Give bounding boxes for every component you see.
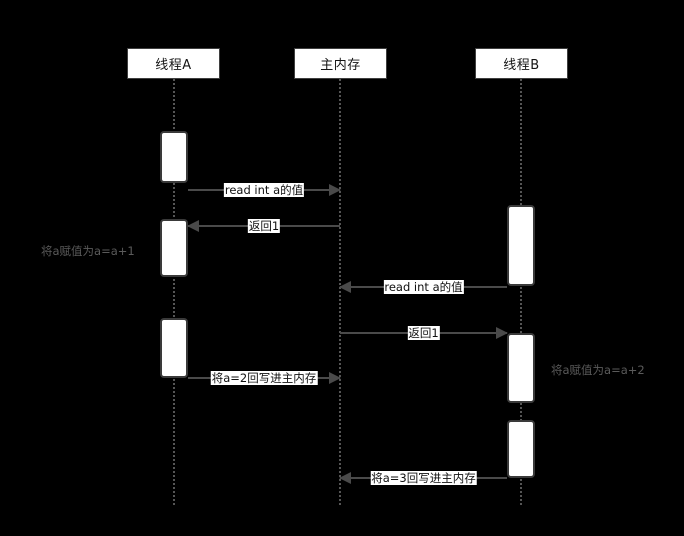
participant-threadA-label: 线程A xyxy=(155,58,192,73)
arrowhead-right-icon xyxy=(496,327,508,339)
arrowhead-left-icon xyxy=(187,220,199,232)
activation-threadB-2[interactable] xyxy=(507,333,535,403)
message-6-label: 将a=3回写进主内存 xyxy=(370,471,477,485)
note-threadA-assign: 将a赋值为a=a+1 xyxy=(41,244,135,258)
message-1-line: read int a的值 xyxy=(188,183,341,197)
participant-memory[interactable]: 主内存 xyxy=(294,48,387,79)
arrowhead-right-icon xyxy=(329,372,341,384)
note-threadB-assign: 将a赋值为a=a+2 xyxy=(551,363,645,377)
arrowhead-left-icon xyxy=(339,472,351,484)
lifeline-threadA xyxy=(173,79,175,505)
message-5-label: 将a=2回写进主内存 xyxy=(210,371,318,385)
message-4-label: 返回1 xyxy=(407,326,440,340)
activation-threadA-2[interactable] xyxy=(160,219,188,277)
message-2-line: 返回1 xyxy=(187,219,340,233)
participant-memory-label: 主内存 xyxy=(320,58,361,73)
activation-threadB-1[interactable] xyxy=(507,205,535,286)
message-3-line: read int a的值 xyxy=(339,280,507,294)
participant-threadB-label: 线程B xyxy=(503,58,540,73)
message-3-label: read int a的值 xyxy=(383,280,464,294)
activation-threadA-3[interactable] xyxy=(160,318,188,378)
activation-threadA-1[interactable] xyxy=(160,131,188,183)
arrowhead-left-icon xyxy=(339,281,351,293)
lifeline-threadB xyxy=(520,79,522,505)
message-1-label: read int a的值 xyxy=(223,183,305,197)
message-4-line: 返回1 xyxy=(340,326,508,340)
participant-threadB[interactable]: 线程B xyxy=(475,48,568,79)
message-6-line: 将a=3回写进主内存 xyxy=(339,471,507,485)
activation-threadB-3[interactable] xyxy=(507,420,535,478)
participant-threadA[interactable]: 线程A xyxy=(127,48,220,79)
arrowhead-right-icon xyxy=(329,184,341,196)
message-2-label: 返回1 xyxy=(247,219,281,233)
message-5-line: 将a=2回写进主内存 xyxy=(188,371,341,385)
